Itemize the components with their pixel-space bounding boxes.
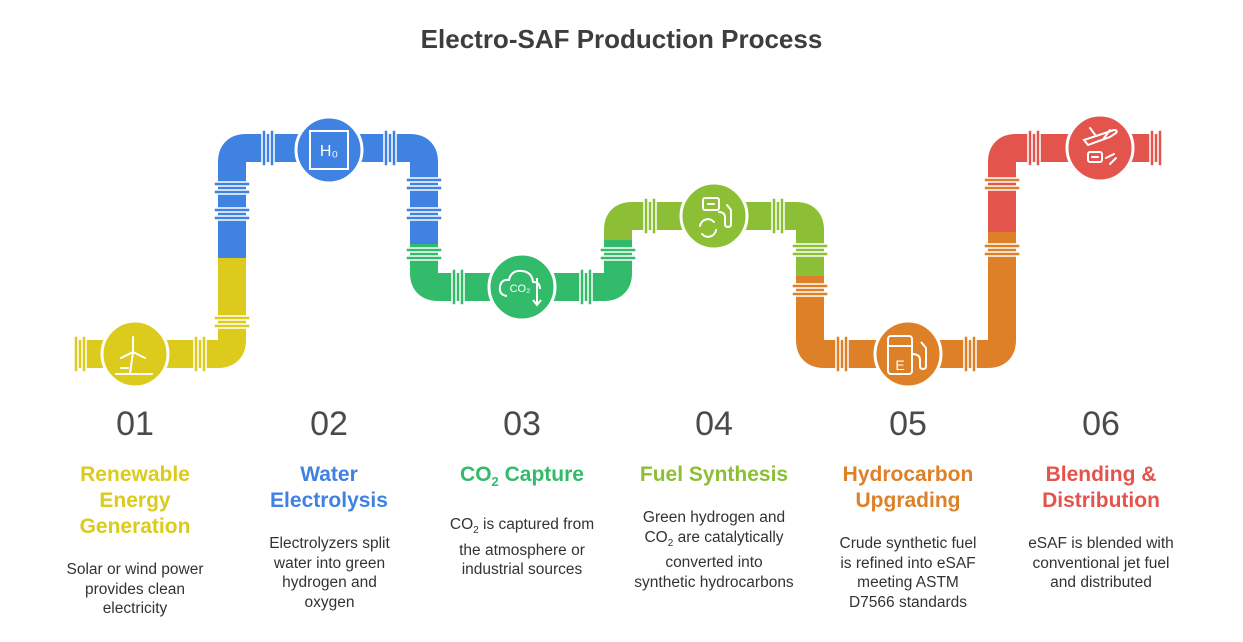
step-2-icon-circle: H₀ — [294, 115, 364, 185]
pipe-flange — [1027, 129, 1033, 167]
pipe-flange — [81, 335, 87, 373]
step-5: 05 Hydrocarbon Upgrading Crude synthetic… — [813, 400, 1003, 612]
pipe-flange — [779, 197, 785, 235]
hydrogen-icon: H₀ — [309, 130, 349, 170]
pipe-flange — [843, 335, 849, 373]
pipe-flange — [983, 177, 1021, 183]
page-title: Electro-SAF Production Process — [420, 24, 823, 54]
pipe-flange — [213, 323, 251, 329]
pipe-flange — [587, 268, 593, 306]
pipe-flange — [599, 247, 637, 253]
step-6-title: Blending & Distribution — [1042, 463, 1160, 512]
pipe-flange — [213, 181, 251, 187]
pipe-flange — [405, 215, 443, 221]
pipe-flange — [835, 335, 841, 373]
step-4-number: 04 — [695, 405, 733, 443]
pipe-flange — [791, 243, 829, 249]
pipe-flange — [383, 129, 389, 167]
pipe-flange — [651, 197, 657, 235]
step-5-title: Hydrocarbon Upgrading — [842, 463, 974, 512]
pipe-flange — [405, 255, 443, 261]
step-1-title: Renewable Energy Generation — [79, 463, 191, 538]
wind-turbine-icon — [115, 336, 153, 375]
step-6-number: 06 — [1082, 405, 1120, 443]
pipe-flange — [579, 268, 585, 306]
pipe-flange — [971, 335, 977, 373]
pipe-flange — [791, 291, 829, 297]
co2-cloud-icon: CO₂ — [498, 269, 542, 307]
pipe-flange — [983, 243, 1021, 249]
step-1-icon-circle — [100, 319, 170, 389]
pipe-flange — [405, 177, 443, 183]
pipe-flange — [1035, 129, 1041, 167]
step-2-number: 02 — [310, 405, 348, 443]
step-1: 01 Renewable Energy Generation Solar or … — [40, 400, 230, 619]
pipe-flange — [771, 197, 777, 235]
pipe-flange — [391, 129, 397, 167]
step-5-number: 05 — [889, 405, 927, 443]
step-3: 03 CO2 Capture CO2 is captured from the … — [427, 400, 617, 580]
pipe-flange — [1157, 129, 1163, 167]
pipe-flange — [261, 129, 267, 167]
step-2: 02 Water Electrolysis Electrolyzers spli… — [234, 400, 424, 612]
step-4: 04 Fuel Synthesis Green hydrogen and CO2… — [619, 400, 809, 592]
step-3-description: CO2 is captured from the atmosphere or i… — [449, 516, 595, 579]
step-2-title: Water Electrolysis — [270, 463, 388, 512]
step-4-icon-circle — [679, 181, 749, 251]
pipe-flange — [213, 215, 251, 221]
pipe-flange — [791, 283, 829, 289]
pipe-flange — [213, 189, 251, 195]
pipe-flange — [451, 268, 457, 306]
seg-yellow — [78, 258, 246, 368]
step-1-description: Solar or wind power provides clean elect… — [66, 561, 204, 617]
pipe-flange — [963, 335, 969, 373]
co2-icon-text: CO₂ — [510, 283, 531, 295]
step-6-icon-circle — [1065, 113, 1135, 183]
pipe-flange — [983, 251, 1021, 257]
e-fuel-pump-icon: E — [887, 335, 927, 375]
pipe-flange — [73, 335, 79, 373]
step-5-icon-circle: E — [873, 319, 943, 389]
pipe-flange — [643, 197, 649, 235]
pipe-flange — [983, 185, 1021, 191]
hydrogen-icon-text: H₀ — [320, 143, 338, 160]
pipe-flange — [405, 207, 443, 213]
pipe-flange — [405, 185, 443, 191]
pipe-flange — [193, 335, 199, 373]
pipe-flange — [459, 268, 465, 306]
step-6: 06 Blending & Distribution eSAF is blend… — [1006, 400, 1196, 593]
pipe-flange — [1149, 129, 1155, 167]
pipe-flange — [791, 251, 829, 257]
pipe-flange — [213, 207, 251, 213]
seg-red — [988, 134, 1160, 232]
step-3-icon-circle: CO₂ — [487, 252, 557, 322]
step-3-number: 03 — [503, 405, 541, 443]
airplane-fuel-icon — [1082, 127, 1118, 165]
fuel-pump-recycle-icon — [699, 197, 732, 238]
pipe-flange — [269, 129, 275, 167]
pipeline-diagram: H₀ CO₂ E — [73, 113, 1163, 389]
step-4-description: Green hydrogen and CO2 are catalytically… — [634, 509, 794, 591]
step-6-description: eSAF is blended with conventional jet fu… — [1028, 535, 1174, 591]
step-5-description: Crude synthetic fuel is refined into eSA… — [839, 535, 977, 611]
step-3-title: CO2 Capture — [460, 463, 584, 490]
step-1-number: 01 — [116, 405, 154, 443]
pipe-flange — [213, 315, 251, 321]
e-icon-text: E — [895, 357, 904, 373]
step-4-title: Fuel Synthesis — [639, 463, 789, 486]
step-2-description: Electrolyzers split water into green hyd… — [269, 535, 390, 611]
pipe-flange — [599, 255, 637, 261]
pipe-flange — [201, 335, 207, 373]
pipe-flange — [405, 247, 443, 253]
